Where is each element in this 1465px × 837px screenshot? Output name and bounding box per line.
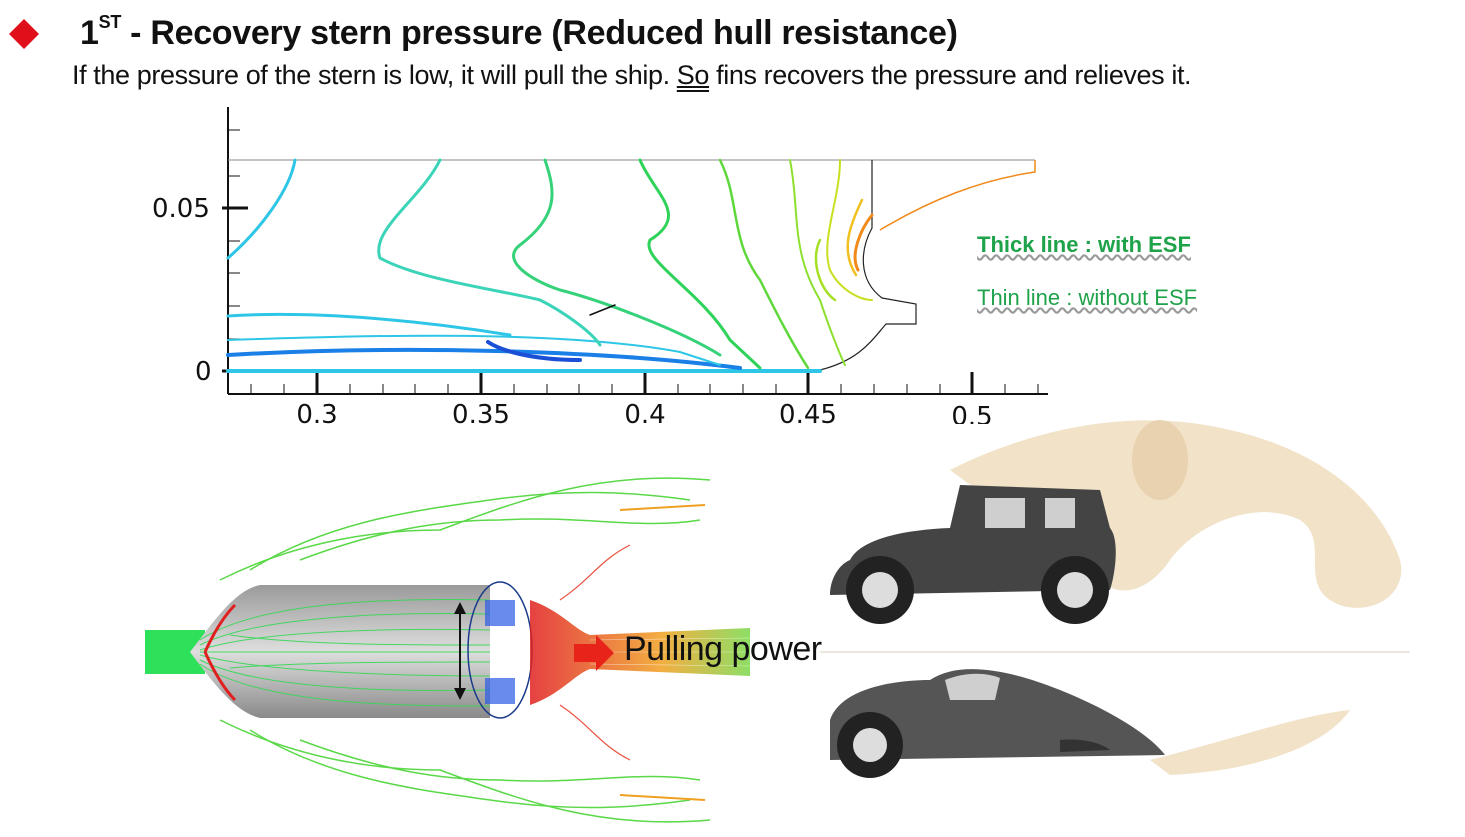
slide-subtitle: If the pressure of the stern is low, it … bbox=[72, 60, 1192, 90]
slide-title: 1ST - Recovery stern pressure (Reduced h… bbox=[80, 12, 958, 52]
streamlined-car bbox=[830, 669, 1165, 778]
x-tick-label: 0.5 bbox=[951, 402, 993, 424]
y-tick-label: 0.05 bbox=[152, 194, 210, 224]
pulling-power-arrow-icon bbox=[574, 635, 614, 671]
legend-thin-line: Thin line : without ESF bbox=[977, 285, 1198, 310]
bullet-diamond-icon bbox=[9, 19, 39, 49]
y-tick-label: 0 bbox=[195, 357, 212, 387]
vintage-boxy-car bbox=[830, 485, 1116, 624]
pulling-power-label: Pulling power bbox=[624, 630, 822, 668]
x-tick-label: 0.3 bbox=[296, 400, 338, 430]
x-tick-label: 0.45 bbox=[779, 400, 837, 430]
x-tick-label: 0.4 bbox=[624, 400, 666, 430]
legend-thick-line: Thick line : with ESF bbox=[977, 232, 1191, 257]
x-tick-label: 0.35 bbox=[452, 400, 510, 430]
